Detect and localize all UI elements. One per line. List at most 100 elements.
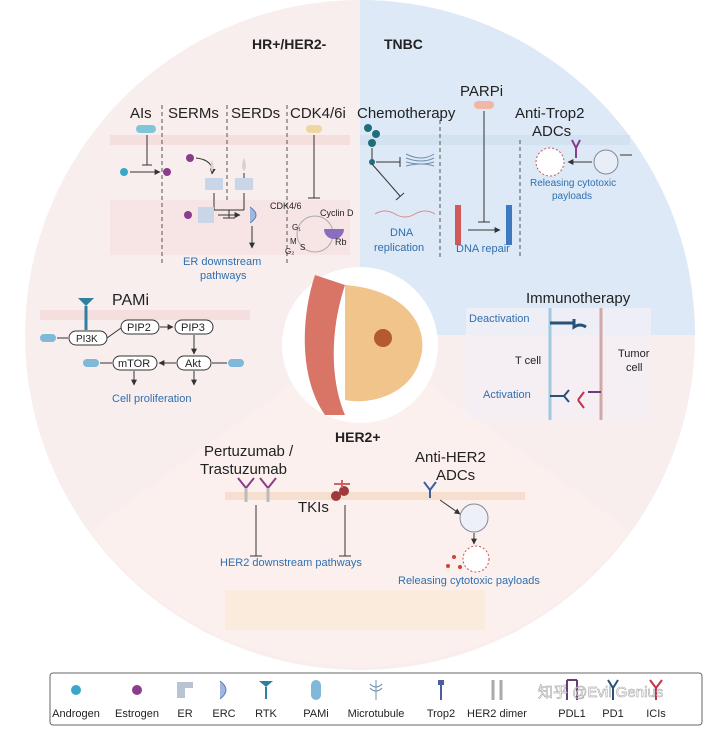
pami-capsule-icon bbox=[83, 359, 99, 367]
immuno-box bbox=[466, 308, 651, 420]
legend-label: ER bbox=[177, 708, 192, 720]
deactivation-text: Deactivation bbox=[469, 313, 530, 325]
estrogen-icon bbox=[132, 685, 142, 695]
rb-icon bbox=[324, 229, 344, 239]
legend-label: HER2 dimer bbox=[467, 708, 527, 720]
akt-node bbox=[176, 355, 212, 371]
serms-label: SERMs bbox=[168, 105, 219, 122]
tnbc-region bbox=[360, 0, 695, 335]
pdl1-icon bbox=[566, 679, 578, 700]
parpi-label: PARPi bbox=[460, 83, 503, 100]
legend-item: Microtubule bbox=[348, 680, 404, 720]
pd1-icon bbox=[550, 389, 570, 403]
pd1-icon bbox=[607, 679, 619, 700]
pami-membrane bbox=[40, 310, 250, 320]
adc-antibody-icon bbox=[571, 139, 581, 158]
chemo-drug-icon bbox=[372, 130, 380, 138]
g1-text: G₁ bbox=[292, 223, 301, 232]
release-text: Releasing cytotoxic bbox=[530, 178, 616, 189]
androgen-icon bbox=[120, 168, 128, 176]
activation-text: Activation bbox=[483, 389, 531, 401]
her2-adc-text: Anti-HER2 bbox=[415, 449, 486, 466]
legend-item: PD1 bbox=[602, 679, 624, 720]
akt-text: Akt bbox=[185, 358, 201, 370]
pami-title: PAMi bbox=[112, 292, 149, 309]
trop2-icon bbox=[438, 680, 444, 700]
pi3k-link bbox=[106, 327, 122, 339]
endosome-icon bbox=[459, 503, 489, 533]
pip3-text: PIP3 bbox=[181, 322, 205, 334]
her2-membrane bbox=[225, 492, 525, 500]
her2-dimer-icon bbox=[491, 680, 503, 700]
vesicle-icon bbox=[535, 147, 565, 177]
pip2-text: PIP2 bbox=[127, 322, 151, 334]
cyclin-text: Cyclin D bbox=[320, 208, 354, 218]
dna-rep-text: replication bbox=[374, 242, 424, 254]
androgen-icon bbox=[71, 685, 81, 695]
tumor-text: cell bbox=[626, 362, 643, 374]
trop2-label-2: ADCs bbox=[532, 123, 571, 140]
her2-adc-text: ADCs bbox=[436, 467, 475, 484]
erc-icon bbox=[219, 680, 227, 700]
pip3-node bbox=[174, 319, 214, 335]
release-text: payloads bbox=[552, 191, 592, 202]
trastuzumab-text: Trastuzumab bbox=[200, 461, 287, 478]
pi3k-text: PI3K bbox=[76, 334, 98, 345]
pd1-pdl1-icon bbox=[550, 319, 587, 330]
estrogen-icon bbox=[186, 154, 194, 162]
cdk-label: CDK4/6i bbox=[290, 105, 346, 122]
chest-wall-icon bbox=[304, 275, 345, 415]
legend-label: ICIs bbox=[646, 708, 666, 720]
her2-adc-icon bbox=[423, 481, 437, 498]
er-receptor-icon bbox=[205, 178, 223, 190]
her2-downstream-text: HER2 downstream pathways bbox=[220, 557, 362, 569]
legend-item: Androgen bbox=[52, 685, 100, 720]
her2-region bbox=[90, 335, 630, 667]
nucleus-band bbox=[110, 200, 350, 255]
pip2-node bbox=[120, 319, 160, 335]
legend-label: Estrogen bbox=[115, 708, 159, 720]
chemo-label: Chemotherapy bbox=[357, 105, 456, 122]
tcell-text: T cell bbox=[515, 355, 541, 367]
rtk-icon bbox=[78, 298, 94, 306]
serds-label: SERDs bbox=[231, 105, 280, 122]
inhibit-bar bbox=[395, 192, 405, 201]
legend-label: PDL1 bbox=[558, 708, 586, 720]
legend-item: RTK bbox=[255, 681, 278, 720]
tki-icon bbox=[331, 491, 341, 501]
legend-label: PD1 bbox=[602, 708, 623, 720]
erc-icon bbox=[249, 206, 257, 224]
s-text: S bbox=[300, 243, 305, 252]
legend-item: Trop2 bbox=[427, 680, 455, 720]
er-complex-icon bbox=[198, 207, 214, 223]
rb-text: Rb bbox=[335, 237, 347, 247]
estrogen-icon bbox=[163, 168, 171, 176]
pami-icon bbox=[311, 680, 321, 700]
legend-label: PAMi bbox=[303, 708, 328, 720]
legend-item: ICIs bbox=[646, 679, 666, 720]
her2-dimer-icon bbox=[244, 488, 270, 502]
er-receptor-icon bbox=[235, 178, 253, 190]
g2-text: G₂ bbox=[285, 247, 294, 256]
legend-label: ERC bbox=[212, 708, 235, 720]
legend-item: Estrogen bbox=[115, 685, 159, 720]
rtk-icon bbox=[259, 681, 273, 699]
mtor-node bbox=[112, 355, 158, 371]
section-her2: HER2+ bbox=[335, 429, 381, 445]
chemo-drug-icon bbox=[369, 159, 375, 165]
mtor-text: mTOR bbox=[118, 358, 150, 370]
section-tnbc: TNBC bbox=[384, 36, 423, 52]
pertuzumab-text: Pertuzumab / bbox=[204, 443, 294, 460]
dna-rep-text: DNA bbox=[390, 227, 414, 239]
tki-pill-icon bbox=[334, 480, 350, 488]
endosome-icon bbox=[593, 149, 619, 175]
tumor-icon bbox=[374, 329, 392, 347]
tumor-text: Tumor bbox=[618, 348, 650, 360]
m-text: M bbox=[290, 237, 297, 246]
estrogen-icon bbox=[184, 211, 192, 219]
er-downstream-text: pathways bbox=[200, 270, 247, 282]
ais-label: AIs bbox=[130, 105, 152, 122]
payload-icon bbox=[446, 564, 450, 568]
